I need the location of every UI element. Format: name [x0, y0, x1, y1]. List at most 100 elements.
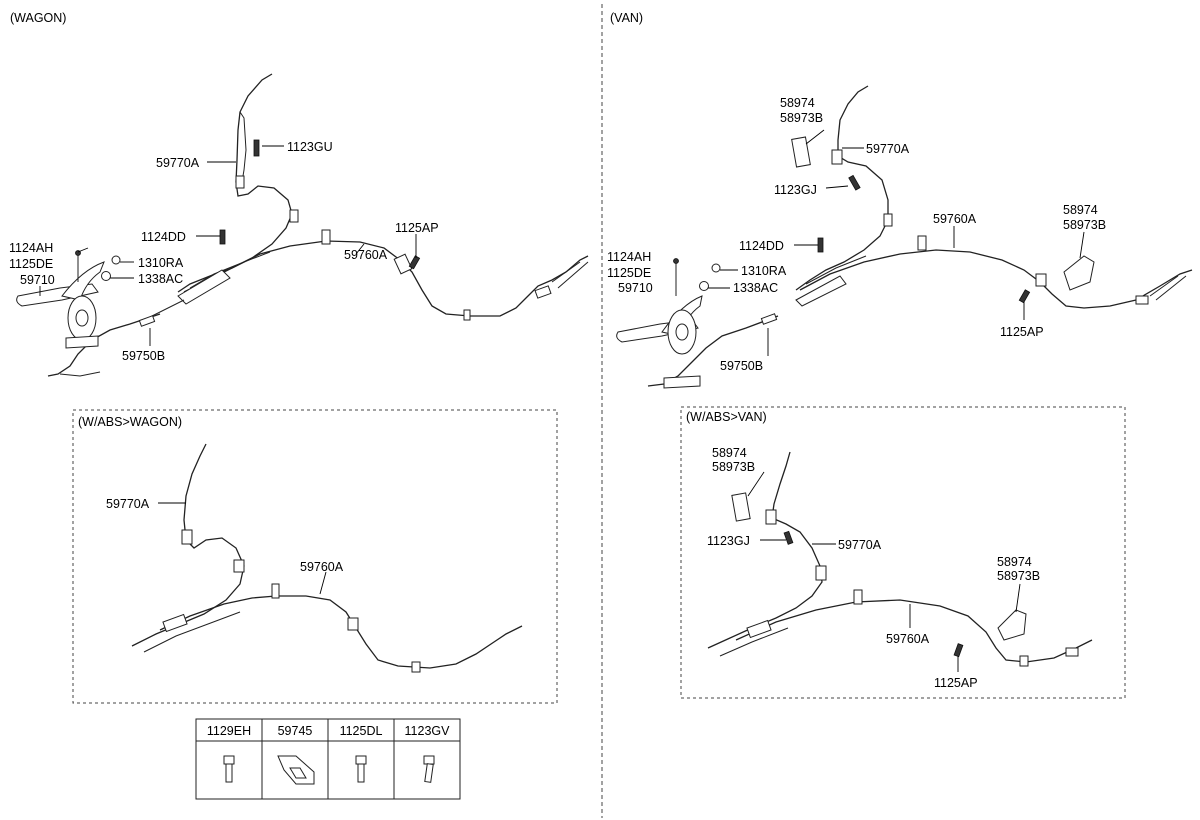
part-label: 59710 — [618, 281, 653, 295]
part-label: 59760A — [344, 248, 388, 262]
cable-bracket — [1035, 273, 1047, 287]
equalizer — [746, 619, 772, 639]
leader — [1015, 583, 1021, 613]
part-label: 1125DE — [9, 257, 53, 271]
part-label: 1338AC — [138, 272, 183, 286]
part-label: 1124DD — [739, 239, 784, 253]
part-label: 1125AP — [1000, 325, 1044, 339]
cable-bracket — [271, 583, 280, 599]
part-label: 58974 — [1063, 203, 1098, 217]
cable-clip — [883, 213, 893, 227]
part-label: 59770A — [106, 497, 150, 511]
section-label-van: (VAN) — [610, 11, 643, 25]
leader — [825, 185, 849, 189]
nut-1338ac — [699, 281, 709, 291]
bolt-1124dd — [219, 229, 226, 245]
rear-cable-inner — [189, 251, 271, 289]
part-label: 59750B — [720, 359, 763, 373]
front-cable-59770a — [177, 73, 293, 293]
cable-clip — [463, 309, 471, 321]
table-header: 1129EH — [207, 724, 251, 738]
cable-bracket — [321, 229, 331, 245]
cable-bracket — [347, 617, 359, 631]
part-label: 1338AC — [733, 281, 778, 295]
abs-inner-cable — [143, 611, 241, 653]
part-label: 1310RA — [741, 264, 787, 278]
bolt-1125ap — [953, 643, 964, 658]
cable-bracket — [917, 235, 927, 251]
cable-clip — [765, 509, 777, 525]
bolt-1123gj — [783, 530, 794, 545]
abs-van-box — [680, 406, 1126, 699]
cable-clip — [815, 565, 827, 581]
bracket-58974 — [1063, 255, 1095, 291]
cable-end-strands — [551, 261, 589, 289]
part-label: 58973B — [712, 460, 755, 474]
part-label: 1125AP — [934, 676, 978, 690]
part-label: 59760A — [933, 212, 977, 226]
front-cable-59770a — [707, 451, 823, 649]
leader — [805, 129, 825, 145]
parts-table: 1129EH 59745 1125DL 1123GV — [195, 718, 461, 800]
part-label: 59770A — [866, 142, 910, 156]
part-label: 1310RA — [138, 256, 184, 270]
part-label: 58974 — [997, 555, 1032, 569]
lever-base — [663, 375, 701, 389]
rear-cable-59760a — [735, 599, 1093, 663]
part-label: 59760A — [886, 632, 930, 646]
abs-wagon-assembly: 59770A 59760A — [106, 443, 523, 673]
wagon-assembly: 59770A 1123GU 1124DD 1125AP 1124AH 1125D… — [9, 73, 589, 377]
table-header: 1123GV — [405, 724, 451, 738]
part-label: 1125DE — [607, 266, 651, 280]
part-label: 59710 — [20, 273, 55, 287]
leader — [319, 571, 327, 595]
part-label: 58974 — [780, 96, 815, 110]
lever-pawl — [61, 261, 105, 301]
part-label: 1124AH — [9, 241, 53, 255]
part-label: 59750B — [122, 349, 165, 363]
table-header: 1125DL — [340, 724, 383, 738]
table-header: 59745 — [278, 724, 313, 738]
rear-cable-59760a — [159, 595, 523, 669]
equalizer-bracket — [177, 269, 231, 305]
lever-pivot — [75, 309, 89, 327]
abs-van-assembly: 58974 58973B 1123GJ 59770A 58974 58973B … — [707, 446, 1093, 690]
nut-1310ra — [111, 255, 121, 265]
part-label: 58973B — [997, 569, 1040, 583]
nut-1338ac — [101, 271, 111, 281]
nut-1310ra — [711, 263, 721, 273]
cable-clip — [289, 209, 299, 223]
part-label: 59770A — [156, 156, 200, 170]
cable-clip — [411, 661, 421, 673]
part-label: 59770A — [838, 538, 882, 552]
section-label-abs-van: (W/ABS>VAN) — [686, 410, 767, 424]
abs-inner-cable — [719, 627, 789, 657]
part-label: 58973B — [780, 111, 823, 125]
cable-hook — [59, 371, 101, 377]
clip-icon — [277, 755, 315, 785]
abs-wagon-box — [72, 409, 558, 704]
cable-clip — [233, 559, 245, 573]
cable-clip — [235, 175, 245, 189]
cable-end-fitting — [534, 285, 552, 299]
leader — [355, 243, 365, 255]
part-label: 58974 — [712, 446, 747, 460]
rear-cable-59760a — [183, 240, 589, 317]
equalizer-bracket — [795, 275, 847, 307]
bracket-58974 — [731, 492, 751, 522]
cable-clip — [1019, 655, 1029, 667]
bolt-head — [673, 258, 679, 264]
part-label: 58973B — [1063, 218, 1106, 232]
leader — [1079, 231, 1085, 259]
bolt-1123gu — [253, 139, 260, 157]
part-label: 1123GJ — [774, 183, 817, 197]
rear-cable-inner — [805, 255, 867, 285]
leader — [747, 471, 765, 497]
bolt-1123gj — [848, 174, 861, 191]
cable-clip — [831, 149, 843, 165]
cable-fitting — [760, 313, 778, 325]
bolt-1125ap — [408, 255, 421, 270]
section-label-abs-wagon: (W/ABS>WAGON) — [78, 415, 182, 429]
front-cable-59770a — [131, 443, 245, 647]
